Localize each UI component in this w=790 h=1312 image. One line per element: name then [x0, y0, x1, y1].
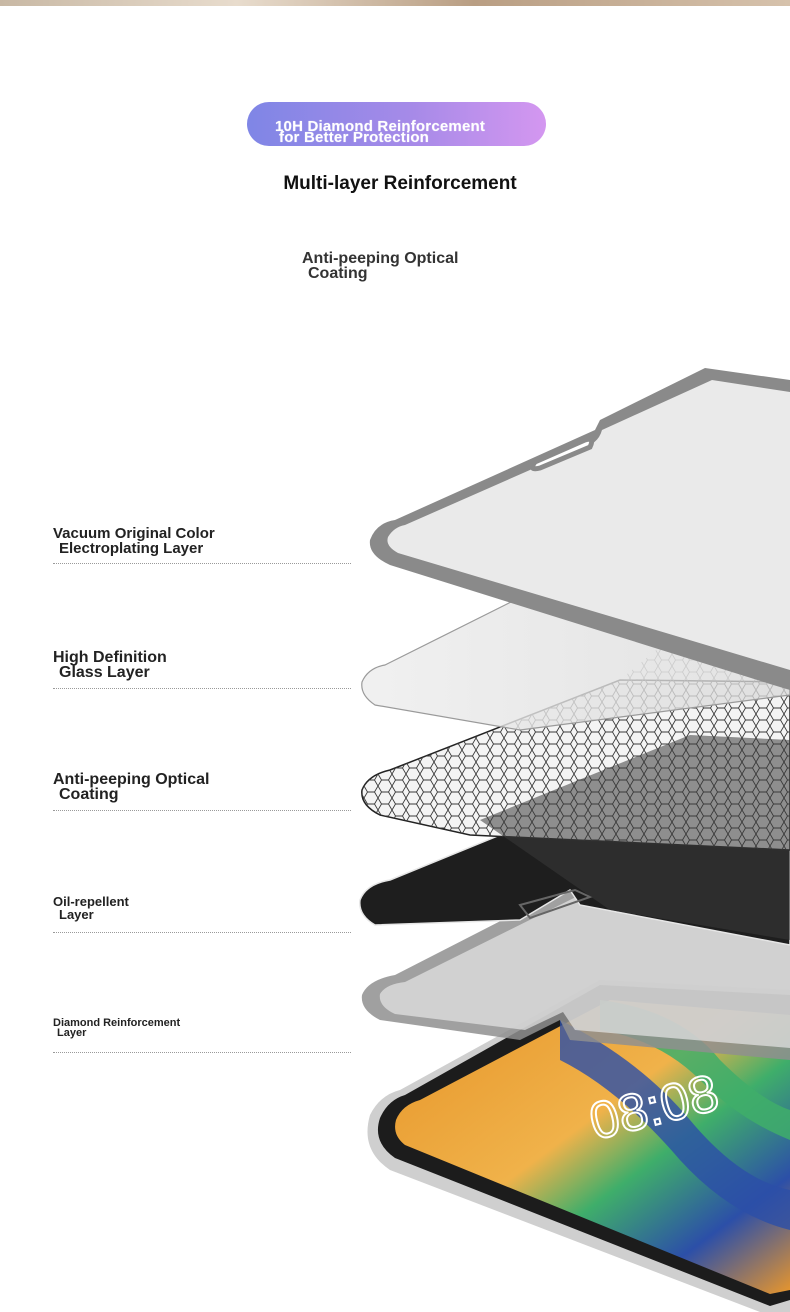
layer-label-line-2: Electroplating Layer: [59, 540, 204, 557]
layer-label-line-1: Anti-peeping Optical: [53, 771, 210, 788]
layer-label-line-2: Layer: [57, 1027, 87, 1039]
layer-label-oil-repellent: Oil-repellent Layer: [53, 895, 129, 921]
layer-label-line-2: Coating: [59, 786, 119, 803]
layer-label-anti-peeping: Anti-peeping Optical Coating: [53, 771, 210, 803]
subheading-line-1: Anti-peeping Optical: [302, 250, 459, 267]
badge-line-1: 10H Diamond Reinforcement: [275, 118, 486, 135]
layer-label-diamond: Diamond Reinforcement Layer: [53, 1017, 181, 1039]
leader-line: [53, 688, 351, 689]
subheading-line-2: Coating: [308, 265, 368, 282]
feature-badge: 10H Diamond Reinforcement for Better Pro…: [247, 102, 546, 146]
badge-line-2: for Better Protection: [279, 129, 430, 146]
layer-label-electroplating: Vacuum Original Color Electroplating Lay…: [53, 526, 215, 556]
layer-label-line-1: High Definition: [53, 649, 167, 666]
section-heading: Multi-layer Reinforcement: [283, 173, 517, 194]
top-banner-strip: [0, 0, 790, 6]
leader-line: [53, 1052, 351, 1053]
electroplating-layer: [369, 368, 790, 690]
layer-label-line-1: Vacuum Original Color: [53, 525, 215, 542]
leader-line: [53, 810, 351, 811]
anti-peeping-layer: [361, 622, 790, 940]
layer-label-line-1: Diamond Reinforcement: [53, 1017, 181, 1029]
layer-label-line-2: Glass Layer: [59, 664, 150, 681]
layer-label-line-1: Oil-repellent: [53, 894, 129, 909]
layer-label-hd-glass: High Definition Glass Layer: [53, 649, 167, 681]
section-subheading: Anti-peeping Optical Coating: [302, 250, 459, 282]
leader-line: [53, 563, 351, 564]
leader-line: [53, 932, 351, 933]
layer-label-line-2: Layer: [59, 907, 94, 922]
phone-device: 08:08: [367, 980, 790, 1312]
